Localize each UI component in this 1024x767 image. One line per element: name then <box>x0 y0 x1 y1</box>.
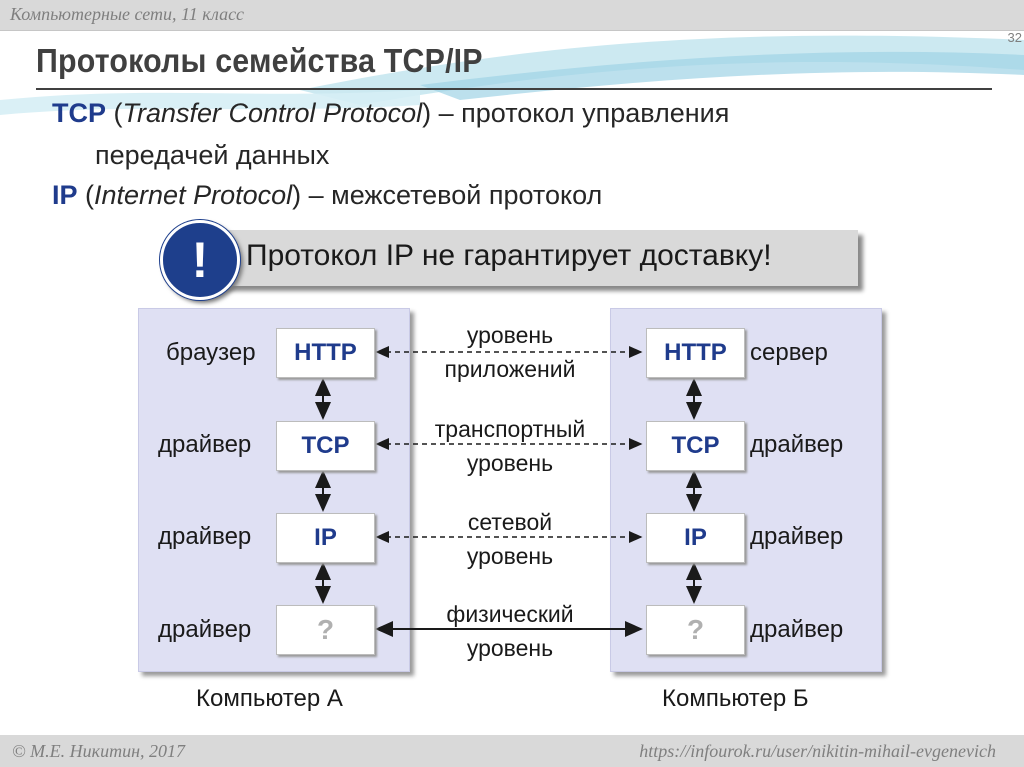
description-tcp: ) – протокол управления <box>422 98 730 128</box>
level-network: сетевой уровень <box>410 507 610 571</box>
english-name-tcp: Transfer Control Protocol <box>122 98 423 128</box>
definition-tcp-continuation: передачей данных <box>95 140 330 170</box>
level-application-line1: уровень <box>466 322 554 348</box>
paren-open-tcp: ( <box>106 98 123 128</box>
paren-open-ip: ( <box>77 180 95 210</box>
page-title: Протоколы семейства TCP/IP <box>36 42 483 79</box>
english-name-ip: Internet Protocol <box>94 180 293 210</box>
level-transport: транспортный уровень <box>410 414 610 478</box>
definition-tcp: TCP (Transfer Control Protocol) – проток… <box>52 98 729 129</box>
box-http-b: HTTP <box>646 328 745 378</box>
level-physical-line2: уровень <box>466 635 554 661</box>
exclamation-icon: ! <box>160 220 240 300</box>
label-a-driver-1: драйвер <box>158 431 252 458</box>
box-tcp-b: TCP <box>646 421 745 471</box>
acronym-tcp: TCP <box>52 98 106 128</box>
level-network-line1: сетевой <box>467 509 553 535</box>
label-a-browser: браузер <box>166 339 256 366</box>
label-b-server: сервер <box>750 339 828 366</box>
label-b-driver-3: драйвер <box>750 616 844 643</box>
level-transport-line1: транспортный <box>434 416 586 442</box>
slide-number: 32 <box>1007 30 1022 45</box>
footer-author: © М.Е. Никитин, 2017 <box>12 741 186 761</box>
computer-b-label: Компьютер Б <box>662 685 809 712</box>
warning-box <box>190 230 858 286</box>
decorative-waves <box>0 35 1024 115</box>
level-application-line2: приложений <box>444 356 576 382</box>
box-ip-a: IP <box>276 513 375 563</box>
box-http-a: HTTP <box>276 328 375 378</box>
warning-text: Протокол IP не гарантирует доставку! <box>246 239 772 272</box>
computer-a-label: Компьютер А <box>196 685 343 712</box>
box-ip-b: IP <box>646 513 745 563</box>
level-application: уровень приложений <box>410 320 610 384</box>
level-physical-line1: физический <box>446 601 574 627</box>
description-ip: ) – межсетевой протокол <box>292 180 603 210</box>
box-unknown-a: ? <box>276 605 375 655</box>
course-label: Компьютерные сети, 11 класс <box>10 4 245 24</box>
label-a-driver-2: драйвер <box>158 523 252 550</box>
top-bar: Компьютерные сети, 11 класс <box>0 0 1024 31</box>
title-underline <box>36 88 992 90</box>
level-network-line2: уровень <box>466 543 554 569</box>
level-transport-line2: уровень <box>466 450 554 476</box>
box-unknown-b: ? <box>646 605 745 655</box>
definition-ip: IP (Internet Protocol) – межсетевой прот… <box>52 180 602 211</box>
label-b-driver-2: драйвер <box>750 523 844 550</box>
level-physical: физический уровень <box>410 599 610 663</box>
label-a-driver-3: драйвер <box>158 616 252 643</box>
label-b-driver-1: драйвер <box>750 431 844 458</box>
box-tcp-a: TCP <box>276 421 375 471</box>
footer-bar: © М.Е. Никитин, 2017 https://infourok.ru… <box>0 735 1024 767</box>
footer-url[interactable]: https://infourok.ru/user/nikitin-mihail-… <box>639 741 996 761</box>
acronym-ip: IP <box>52 180 78 210</box>
